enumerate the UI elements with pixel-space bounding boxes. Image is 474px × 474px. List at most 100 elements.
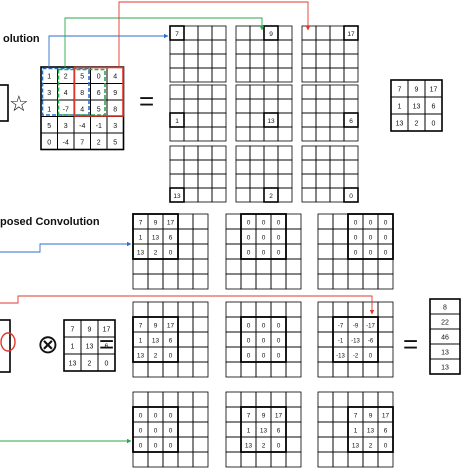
grid-cell [147, 258, 164, 275]
grid-cell [211, 159, 227, 175]
grid-cell [377, 273, 394, 290]
grid-cell [343, 173, 359, 189]
grid-cell [249, 187, 265, 203]
grid-cell [211, 39, 227, 55]
grid-cell [249, 159, 265, 175]
grid-cell [332, 258, 349, 275]
grid-cell [377, 301, 394, 318]
grid-cell [285, 436, 302, 453]
matrix-value: 7 [247, 413, 251, 420]
grid-cell [192, 331, 209, 348]
grid-cell [225, 213, 242, 230]
grid-cell [332, 451, 349, 468]
matrix-value: 3 [47, 90, 51, 97]
text-layer: olution posed Convolution ☆ = ⊗ = = [0, 33, 418, 359]
matrix-value: 0 [432, 121, 436, 128]
matrix-value: 0 [384, 250, 388, 257]
matrix-value: 6 [169, 235, 173, 242]
matrix-value: 0 [262, 323, 266, 330]
grid-cell [177, 331, 194, 348]
grid-cell [183, 98, 199, 114]
zero-highlight [240, 316, 287, 363]
grid-cell [235, 39, 251, 55]
partial-value: 13 [173, 193, 181, 200]
grid-cell [225, 331, 242, 348]
grid-cell [362, 361, 379, 378]
matrix-value: 6 [277, 428, 281, 435]
arrow-blue-to-tgrid-r1 [0, 241, 132, 253]
matrix-value: 9 [262, 413, 266, 420]
matrix-value: 2 [369, 443, 373, 450]
grid-cell [285, 346, 302, 363]
grid-cell [240, 301, 257, 318]
matrix-value: 13 [352, 443, 360, 450]
grid-cell [377, 361, 394, 378]
partial-value: 9 [269, 31, 273, 38]
grid-cell [315, 112, 331, 128]
matrix-value: 1 [354, 428, 358, 435]
matrix-value: 7 [80, 139, 84, 146]
blue-window [41, 67, 90, 116]
matrix-value: 0 [154, 413, 158, 420]
grid-cell [285, 243, 302, 260]
grid-cell [235, 53, 251, 69]
grid-cell [192, 391, 209, 408]
grid-cell [285, 451, 302, 468]
grid-cell [169, 39, 185, 55]
grid-cell [235, 173, 251, 189]
grid-cell [147, 361, 164, 378]
grid-cell [332, 436, 349, 453]
grid-cell [377, 316, 394, 333]
grid-cell [277, 145, 293, 161]
grid-cell [192, 451, 209, 468]
matrix-value: 13 [137, 353, 145, 360]
partial-value: 0 [349, 193, 353, 200]
input-block-partial [0, 319, 11, 373]
matrix-value: 0 [384, 443, 388, 450]
grid-cell [329, 67, 345, 83]
grid-cell [249, 39, 265, 55]
matrix-value: -4 [63, 139, 69, 146]
grid-cell [177, 243, 194, 260]
grid-cell [285, 258, 302, 275]
matrix-value: 0 [154, 428, 158, 435]
grid-cell [162, 361, 179, 378]
matrix-value: 5 [47, 123, 51, 130]
matrix-value: 0 [369, 250, 373, 257]
grid-cell [285, 361, 302, 378]
arrow-blue-to-first [48, 33, 169, 67]
grid-cell [317, 436, 334, 453]
grid-cell [240, 451, 257, 468]
matrix-value: 0 [169, 250, 173, 257]
grid-cell [301, 126, 317, 142]
matrix-value: 17 [430, 87, 438, 94]
grid-cell [315, 84, 331, 100]
grid-cell [235, 25, 251, 41]
matrix-value: 0 [169, 413, 173, 420]
grid-cell [362, 391, 379, 408]
grid-cell [235, 98, 251, 114]
grid-cell [377, 391, 394, 408]
grid-cell [270, 451, 287, 468]
grid-cell [211, 53, 227, 69]
grid-cell [211, 67, 227, 83]
grid-cell [183, 159, 199, 175]
grid-cell [301, 67, 317, 83]
grid-cell [285, 406, 302, 423]
grid-cell [169, 126, 185, 142]
matrix-value: 17 [275, 413, 283, 420]
grid-cell [317, 346, 334, 363]
grid-cell [177, 451, 194, 468]
grid-cell [132, 301, 149, 318]
grid-cell [362, 301, 379, 318]
matrix-value: 13 [396, 121, 404, 128]
grid-cell [277, 25, 293, 41]
grid-cell [317, 451, 334, 468]
grid-cell [285, 331, 302, 348]
